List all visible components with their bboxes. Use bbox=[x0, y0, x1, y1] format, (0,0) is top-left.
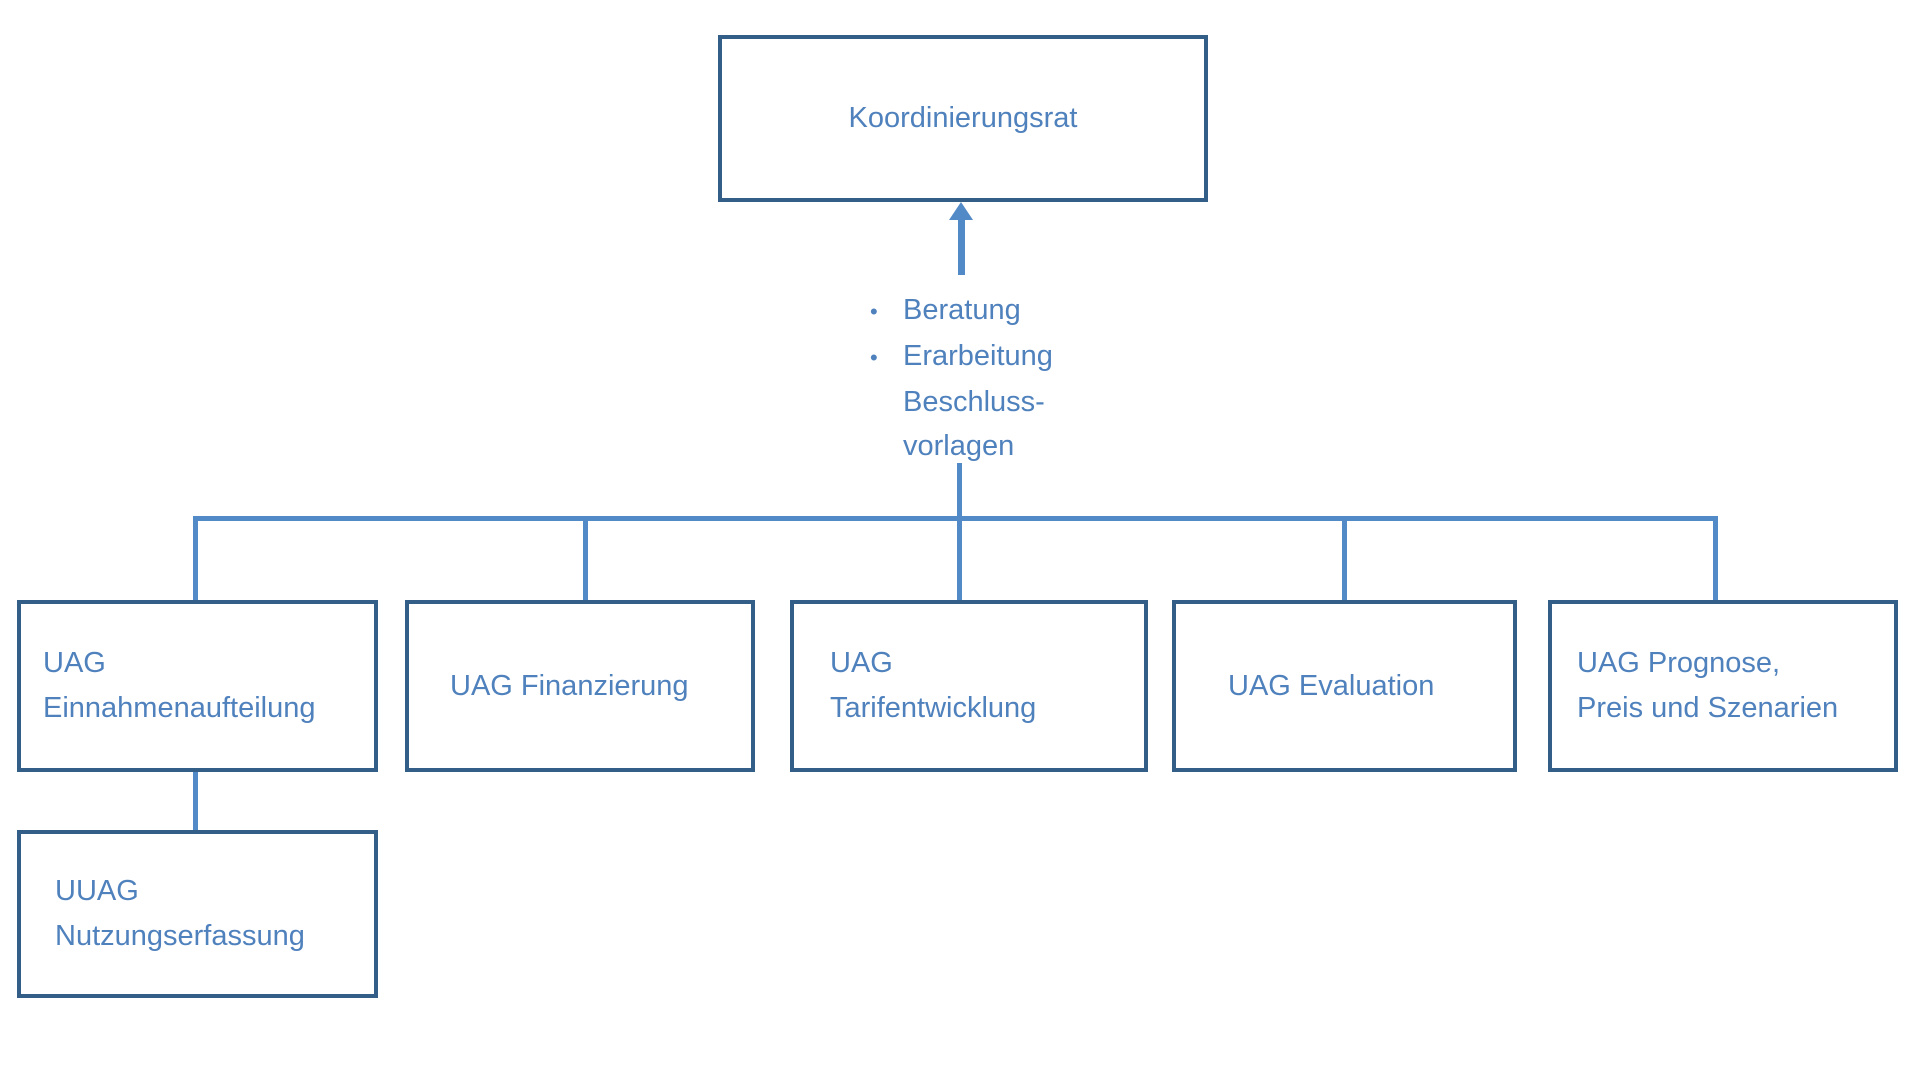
annotation-text: Beratung bbox=[903, 294, 1021, 326]
box-label-line: UUAG bbox=[55, 875, 139, 907]
annotation-item: • Beratung bbox=[870, 288, 1053, 334]
box-uag-einnahmenaufteilung: UAG Einnahmenaufteilung bbox=[17, 600, 378, 772]
box-uuag-nutzungserfassung: UUAG Nutzungserfassung bbox=[17, 830, 378, 998]
bullet-icon: • bbox=[870, 299, 878, 324]
arrow-annotation-list: • Beratung • Erarbeitung Beschluss- vorl… bbox=[870, 288, 1053, 468]
annotation-text: Erarbeitung bbox=[903, 340, 1053, 372]
arrow-up-shaft bbox=[958, 219, 965, 275]
connector-uuag-vertical bbox=[193, 772, 198, 830]
box-label-line: UAG Evaluation bbox=[1228, 669, 1435, 702]
root-box-koordinierungsrat: Koordinierungsrat bbox=[718, 35, 1208, 202]
box-uag-prognose-preis-szenarien: UAG Prognose, Preis und Szenarien bbox=[1548, 600, 1898, 772]
annotation-item-continuation: vorlagen bbox=[870, 424, 1053, 468]
annotation-text: vorlagen bbox=[903, 430, 1015, 462]
connector-stub-evaluation bbox=[1342, 516, 1347, 600]
root-box-label: Koordinierungsrat bbox=[848, 102, 1078, 134]
connector-horizontal-bar bbox=[193, 516, 1717, 521]
annotation-text: Beschluss- bbox=[903, 386, 1045, 418]
box-uag-tarifentwicklung: UAG Tarifentwicklung bbox=[790, 600, 1148, 772]
box-label-line: UAG Finanzierung bbox=[450, 669, 689, 702]
box-label-line: UAG bbox=[830, 647, 893, 679]
box-label-line: UAG Prognose, bbox=[1577, 647, 1781, 679]
annotation-item: • Erarbeitung bbox=[870, 334, 1053, 380]
box-label-line: Tarifentwicklung bbox=[830, 692, 1037, 724]
arrow-up-head bbox=[949, 202, 973, 220]
box-uag-evaluation: UAG Evaluation bbox=[1172, 600, 1517, 772]
bullet-icon: • bbox=[870, 345, 878, 370]
box-label-line: UAG bbox=[43, 647, 106, 679]
box-label-line: Preis und Szenarien bbox=[1577, 692, 1839, 724]
connector-root-vertical bbox=[957, 463, 962, 600]
box-uag-finanzierung: UAG Finanzierung bbox=[405, 600, 755, 772]
connector-stub-prognose bbox=[1713, 516, 1718, 600]
connector-stub-einnahmenaufteilung bbox=[193, 516, 198, 600]
box-label-line: Nutzungserfassung bbox=[55, 920, 305, 952]
annotation-item-continuation: Beschluss- bbox=[870, 380, 1053, 424]
box-label-line: Einnahmenaufteilung bbox=[43, 692, 316, 724]
connector-stub-finanzierung bbox=[583, 516, 588, 600]
